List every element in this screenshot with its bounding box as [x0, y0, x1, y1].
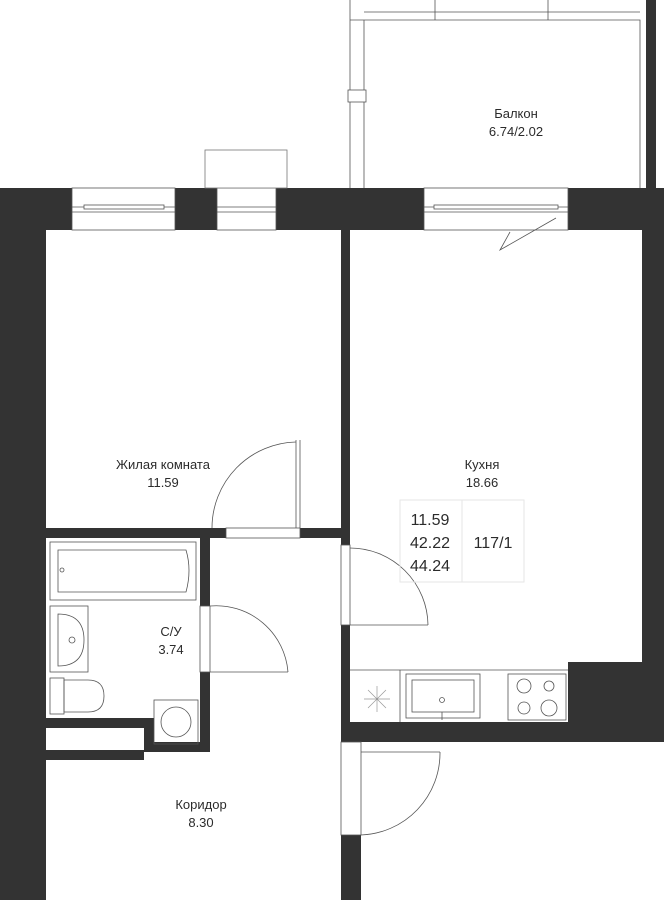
room-name-balcony: Балкон: [494, 106, 538, 121]
sink-bathroom: [49, 605, 89, 673]
room-name-bathroom: С/У: [160, 624, 182, 639]
summary-total-area: 42.22: [410, 535, 450, 552]
doors: [199, 440, 441, 836]
balcony-door: [498, 217, 557, 252]
bathtub: [49, 541, 197, 601]
washing-machine: [153, 699, 199, 745]
summary-total-with-balcony: 44.24: [410, 558, 450, 575]
balcony-end-wall: [646, 0, 656, 190]
room-area-balcony: 6.74/2.02: [489, 124, 543, 139]
room-name-living: Жилая комната: [116, 457, 211, 472]
room-name-corridor: Коридор: [175, 797, 226, 812]
summary-living-area: 11.59: [411, 512, 450, 529]
summary-apartment-number: 117/1: [474, 535, 513, 552]
kitchen-counter: [350, 669, 568, 722]
room-area-living: 11.59: [147, 475, 179, 490]
room-name-kitchen: Кухня: [465, 457, 500, 472]
summary-box: [399, 499, 525, 583]
walls: [0, 188, 664, 900]
windows: [71, 149, 569, 231]
room-area-kitchen: 18.66: [466, 475, 499, 490]
room-area-bathroom: 3.74: [158, 642, 183, 657]
room-area-corridor: 8.30: [188, 815, 213, 830]
balcony-outline: [347, 0, 641, 188]
toilet: [49, 677, 105, 715]
